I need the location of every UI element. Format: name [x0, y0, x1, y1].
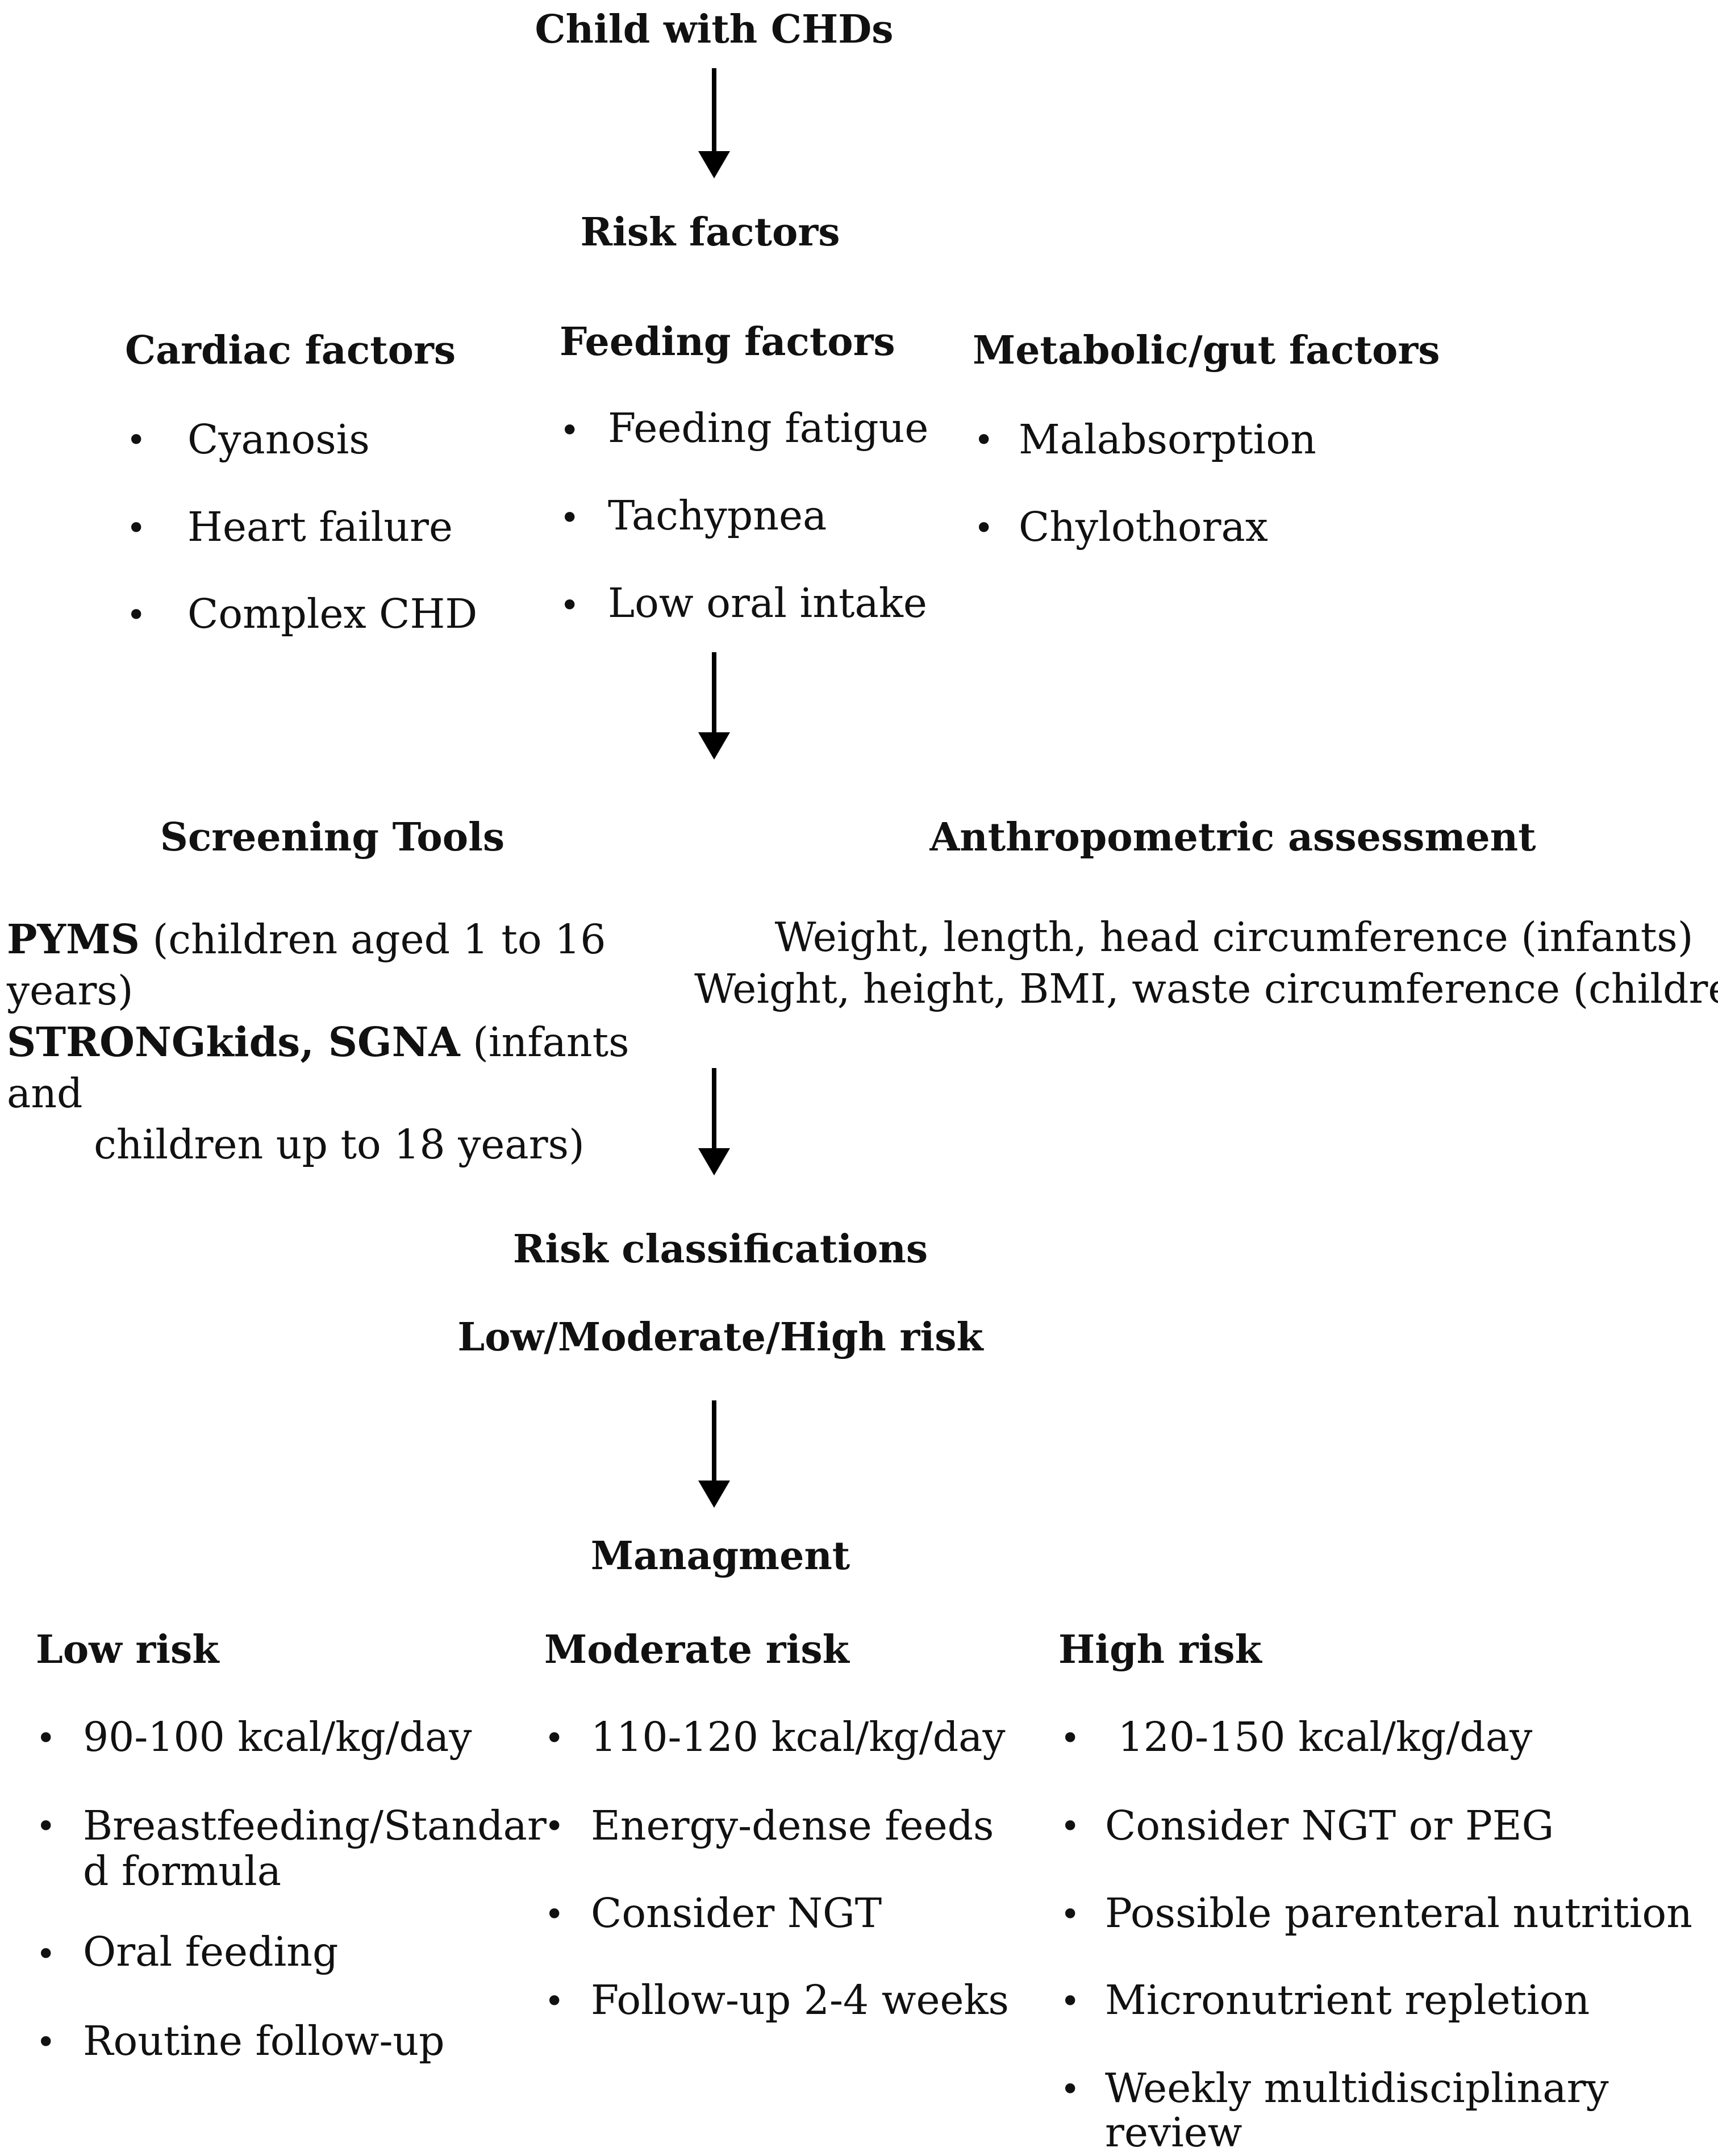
- feeding-factor-item: Feeding fatigue: [608, 404, 929, 452]
- strongkids-sgna-description-line2: children up to 18 years): [94, 1121, 585, 1168]
- cardiac-factor-item: Heart failure: [187, 503, 453, 551]
- high-risk-item: 120-150 kcal/kg/day: [1105, 1713, 1533, 1761]
- screening-tools-heading: Screening Tools: [160, 815, 505, 860]
- high-risk-item: Possible parenteral nutrition: [1105, 1890, 1692, 1937]
- cardiac-factor-item: Cyanosis: [187, 416, 370, 463]
- bullet: •: [1060, 2070, 1081, 2109]
- metabolic-factor-item: Malabsorption: [1019, 416, 1316, 463]
- anthropometric-heading: Anthropometric assessment: [929, 815, 1536, 860]
- bullet: •: [36, 1934, 56, 1974]
- flow-arrow: [698, 1068, 730, 1175]
- bullet: •: [544, 1719, 565, 1758]
- bullet: •: [36, 2022, 56, 2062]
- bullet: •: [560, 498, 580, 538]
- metabolic-factors-heading: Metabolic/gut factors: [973, 328, 1440, 373]
- strongkids-sgna-label: STRONGkids, SGNA: [7, 1018, 460, 1066]
- bullet: •: [544, 1982, 565, 2021]
- bullet: •: [126, 595, 147, 635]
- screening-tools-text: PYMS (children aged 1 to 16 years) STRON…: [7, 914, 672, 1170]
- cardiac-factor-item: Complex CHD: [187, 590, 478, 637]
- high-risk-item-continued: review: [1105, 2109, 1242, 2156]
- risk-classifications-heading: Risk classifications: [512, 1227, 928, 1272]
- bullet: •: [126, 420, 147, 460]
- bullet: •: [974, 420, 994, 460]
- low-risk-heading: Low risk: [36, 1627, 219, 1673]
- pyms-label: PYMS: [7, 915, 140, 963]
- high-risk-item: Micronutrient repletion: [1105, 1976, 1590, 2024]
- anthropometric-children: Weight, height, BMI, waste circumference…: [694, 965, 1718, 1012]
- bullet: •: [544, 1807, 565, 1846]
- bullet: •: [544, 1895, 565, 1934]
- low-risk-item: Oral feeding: [83, 1928, 339, 1975]
- risk-levels: Low/Moderate/High risk: [457, 1315, 983, 1360]
- low-risk-item-continued: d formula: [83, 1848, 282, 1895]
- management-heading: Managment: [590, 1533, 850, 1579]
- flow-arrow: [698, 1400, 730, 1508]
- bullet: •: [1060, 1807, 1081, 1846]
- bullet: •: [36, 1807, 56, 1846]
- strongkids-sgna-description: (infants and: [7, 1019, 629, 1117]
- bullet: •: [560, 586, 580, 625]
- anthropometric-infants: Weight, length, head circumference (infa…: [774, 914, 1694, 961]
- cardiac-factors-heading: Cardiac factors: [125, 328, 456, 373]
- low-risk-item: Routine follow-up: [83, 2017, 445, 2065]
- bullet: •: [36, 1719, 56, 1758]
- bullet: •: [560, 411, 580, 451]
- bullet: •: [1060, 1895, 1081, 1934]
- high-risk-item: Consider NGT or PEG: [1105, 1802, 1554, 1849]
- feeding-factors-heading: Feeding factors: [560, 319, 895, 365]
- flow-arrow: [698, 68, 730, 178]
- moderate-risk-item: Follow-up 2-4 weeks: [591, 1976, 1009, 2024]
- moderate-risk-item: Energy-dense feeds: [591, 1802, 994, 1849]
- moderate-risk-item: Consider NGT: [591, 1890, 882, 1937]
- bullet: •: [126, 508, 147, 548]
- bullet: •: [1060, 1719, 1081, 1758]
- risk-factors-heading: Risk factors: [580, 210, 840, 255]
- pyms-description: (children aged 1 to 16 years): [7, 916, 606, 1014]
- high-risk-heading: High risk: [1058, 1627, 1262, 1673]
- feeding-factor-item: Tachypnea: [608, 492, 827, 539]
- low-risk-item: Breastfeeding/Standar: [83, 1802, 547, 1849]
- high-risk-item: Weekly multidisciplinary: [1105, 2065, 1609, 2112]
- feeding-factor-item: Low oral intake: [608, 579, 927, 627]
- diagram-title: Child with CHDs: [535, 7, 894, 52]
- moderate-risk-heading: Moderate risk: [544, 1627, 849, 1673]
- bullet: •: [974, 508, 994, 548]
- flow-arrow: [698, 652, 730, 760]
- bullet: •: [1060, 1982, 1081, 2021]
- moderate-risk-item: 110-120 kcal/kg/day: [591, 1713, 1006, 1761]
- low-risk-item: 90-100 kcal/kg/day: [83, 1713, 472, 1761]
- metabolic-factor-item: Chylothorax: [1019, 503, 1268, 551]
